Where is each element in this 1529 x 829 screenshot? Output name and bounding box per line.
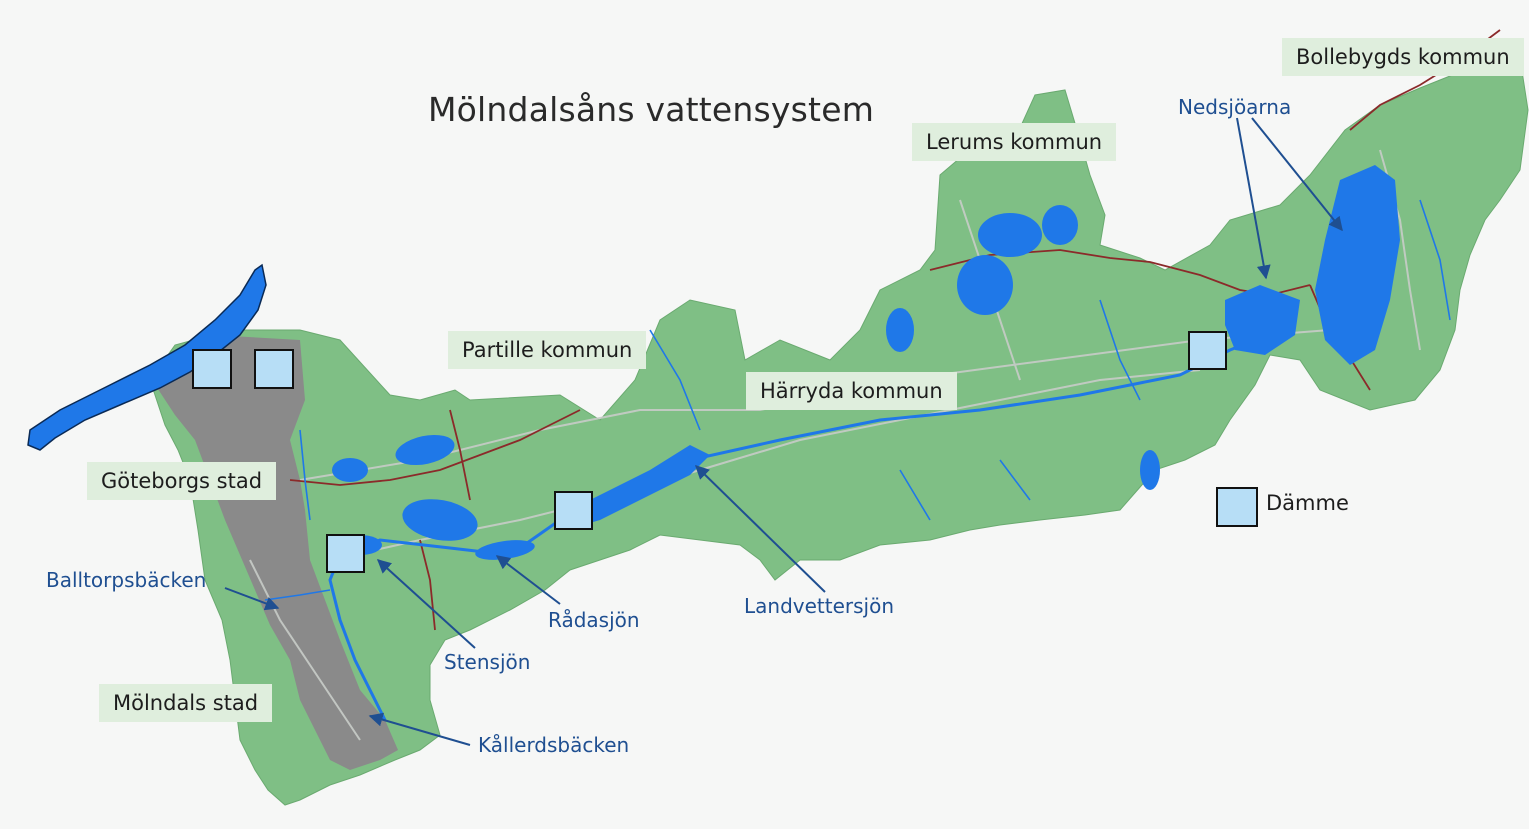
label-harryda-kommun: Härryda kommun bbox=[746, 372, 957, 410]
arrow-balltorpsbacken bbox=[224, 587, 280, 611]
dam-markers bbox=[192, 331, 1227, 573]
label-stensjon: Stensjön bbox=[444, 650, 531, 674]
harbor-water bbox=[27, 263, 267, 451]
dam-marker bbox=[326, 534, 365, 573]
nedsjoarna-lake-west bbox=[1225, 285, 1300, 355]
arrow-landvettersjon bbox=[694, 465, 826, 593]
arrow-stensjon bbox=[376, 559, 476, 649]
label-landvettersjon: Landvettersjön bbox=[744, 594, 895, 618]
dam-marker bbox=[554, 491, 593, 530]
urban-area bbox=[152, 336, 398, 770]
label-bollebygds-kommun: Bollebygds kommun bbox=[1282, 38, 1524, 76]
label-arrows bbox=[224, 117, 1343, 746]
label-partille-kommun: Partille kommun bbox=[448, 331, 647, 369]
arrow-radasjon bbox=[495, 555, 561, 605]
dam-marker bbox=[1188, 331, 1227, 370]
streams bbox=[264, 199, 1451, 601]
label-nedsjoarna: Nedsjöarna bbox=[1178, 95, 1292, 119]
label-balltorpsbacken: Balltorpsbäcken bbox=[46, 568, 207, 592]
dam-marker bbox=[254, 349, 294, 389]
dam-marker bbox=[192, 349, 232, 389]
arrow-kallerdsbacken bbox=[368, 712, 471, 746]
label-goteborgs-stad: Göteborgs stad bbox=[87, 462, 277, 500]
label-kallerdsbacken: Kållerdsbäcken bbox=[478, 733, 630, 757]
arrow-nedsjoarna-2 bbox=[1251, 117, 1343, 232]
nedsjoarna-lake-east bbox=[1315, 165, 1400, 365]
arrow-nedsjoarna-1 bbox=[1236, 117, 1271, 280]
landvettersjon-lake bbox=[570, 445, 710, 528]
legend-dam-swatch bbox=[1216, 487, 1258, 527]
lakes bbox=[332, 165, 1400, 560]
legend-dam-label: Dämme bbox=[1266, 491, 1349, 515]
label-lerums-kommun: Lerums kommun bbox=[912, 123, 1117, 161]
map-title: Mölndalsåns vattensystem bbox=[428, 90, 875, 129]
catchment-land bbox=[149, 54, 1529, 806]
label-molndals-stad: Mölndals stad bbox=[99, 684, 273, 722]
label-radasjon: Rådasjön bbox=[548, 608, 640, 632]
